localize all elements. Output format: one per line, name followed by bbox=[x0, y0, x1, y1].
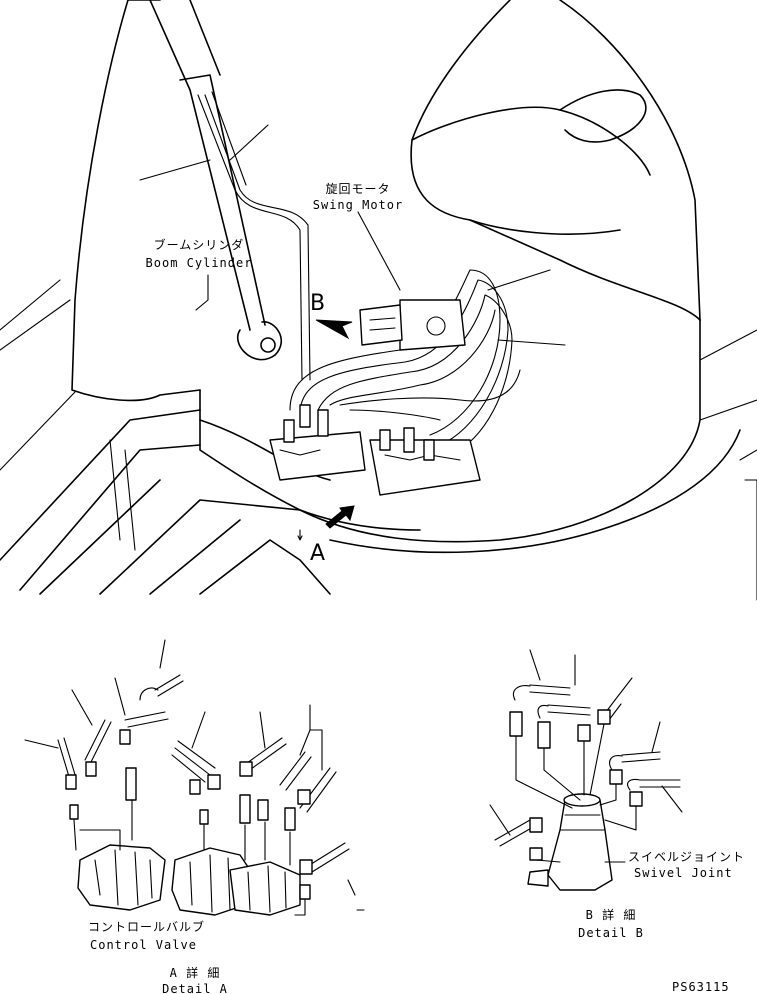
view-marker-b: B bbox=[310, 291, 326, 316]
detail-a-label-ja: A 詳 細 bbox=[169, 966, 221, 980]
swing-motor-label-en: Swing Motor bbox=[312, 198, 404, 212]
detail-a-label-en: Detail A bbox=[162, 982, 228, 994]
swivel-joint-label-ja: スイベルジョイント bbox=[628, 850, 746, 864]
view-marker-a: A bbox=[310, 541, 326, 566]
detail-b-illustration bbox=[489, 649, 683, 891]
swing-motor-label-ja: 旋回モータ bbox=[325, 182, 391, 196]
machine-outline bbox=[0, 0, 757, 601]
drawing-number: PS63115 bbox=[672, 980, 730, 994]
control-valve-label-ja: コントロールバルブ bbox=[88, 920, 206, 934]
swivel-joint-label-en: Swivel Joint bbox=[634, 866, 733, 880]
boom-cylinder-label-ja: ブームシリンダ bbox=[153, 238, 245, 252]
detail-b-label-en: Detail B bbox=[578, 926, 644, 940]
control-valve-label-en: Control Valve bbox=[90, 938, 197, 952]
detail-a-illustration bbox=[24, 639, 365, 916]
boom-cylinder-label-en: Boom Cylinder bbox=[145, 256, 253, 270]
detail-b-label-ja: B 詳 細 bbox=[585, 908, 637, 922]
